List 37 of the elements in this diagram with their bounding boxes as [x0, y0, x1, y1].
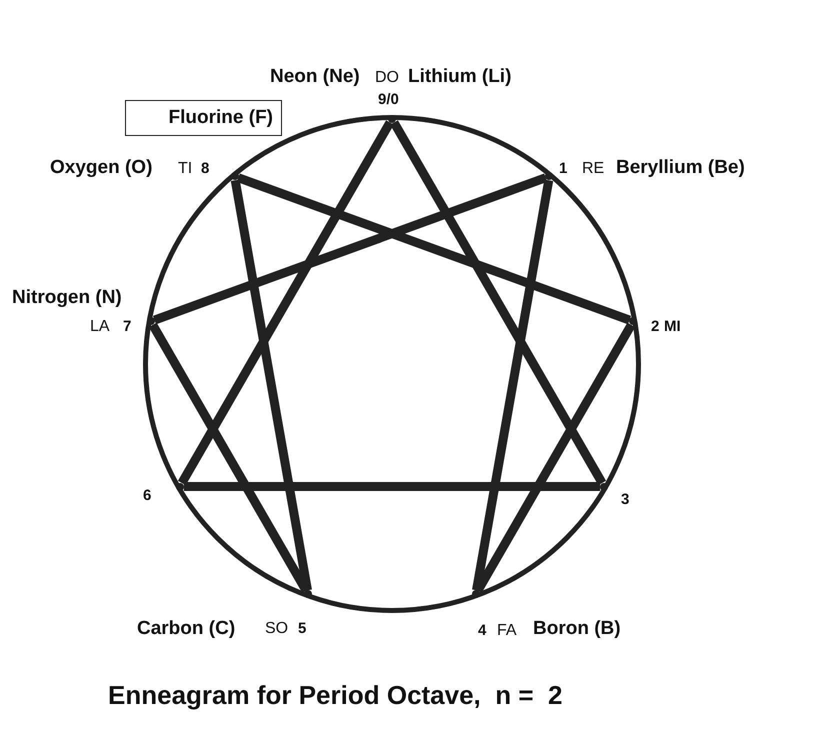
enneagram-line — [390, 120, 606, 486]
point-number: 8 — [201, 161, 210, 176]
point-number: 7 — [123, 319, 132, 334]
point-number: 3 — [621, 492, 630, 507]
enneagram-line — [236, 173, 632, 324]
point-number: 4 — [478, 623, 486, 638]
element-name: Carbon (C) — [137, 619, 236, 638]
solfege-syllable: RE — [582, 161, 604, 177]
solfege-syllable: LA — [90, 319, 110, 335]
point-number: 2 — [651, 319, 660, 334]
vertex-point — [629, 317, 638, 326]
vertex-point — [304, 590, 312, 598]
enneagram-line — [178, 120, 394, 486]
enneagram-line — [472, 179, 554, 592]
vertex-point — [472, 590, 480, 598]
vertex-point — [230, 172, 239, 180]
vertex-point — [146, 317, 155, 326]
solfege-syllable: TI — [178, 161, 192, 177]
point-number: 1 — [559, 161, 568, 176]
point-number: 5 — [298, 621, 306, 636]
solfege-syllable: DO — [375, 70, 399, 86]
point-number: 9/0 — [378, 92, 399, 107]
element-name: Fluorine (F) — [168, 107, 273, 129]
enneagram-line — [152, 173, 548, 324]
solfege-syllable: SO — [265, 621, 288, 637]
enneagram-line — [230, 179, 312, 592]
solfege-syllable: FA — [497, 623, 517, 639]
point-number: 6 — [143, 488, 152, 503]
vertex-point — [545, 172, 554, 180]
element-name: Neon (Ne) — [270, 67, 360, 86]
vertex-point — [176, 482, 184, 490]
diagram-title: Enneagram for Period Octave, n = 2 — [108, 680, 562, 711]
vertex-point — [600, 482, 608, 490]
enneagram-line — [184, 482, 600, 491]
element-box — [125, 100, 282, 136]
point-number: MI — [664, 319, 681, 334]
element-name: Oxygen (O) — [50, 158, 152, 177]
